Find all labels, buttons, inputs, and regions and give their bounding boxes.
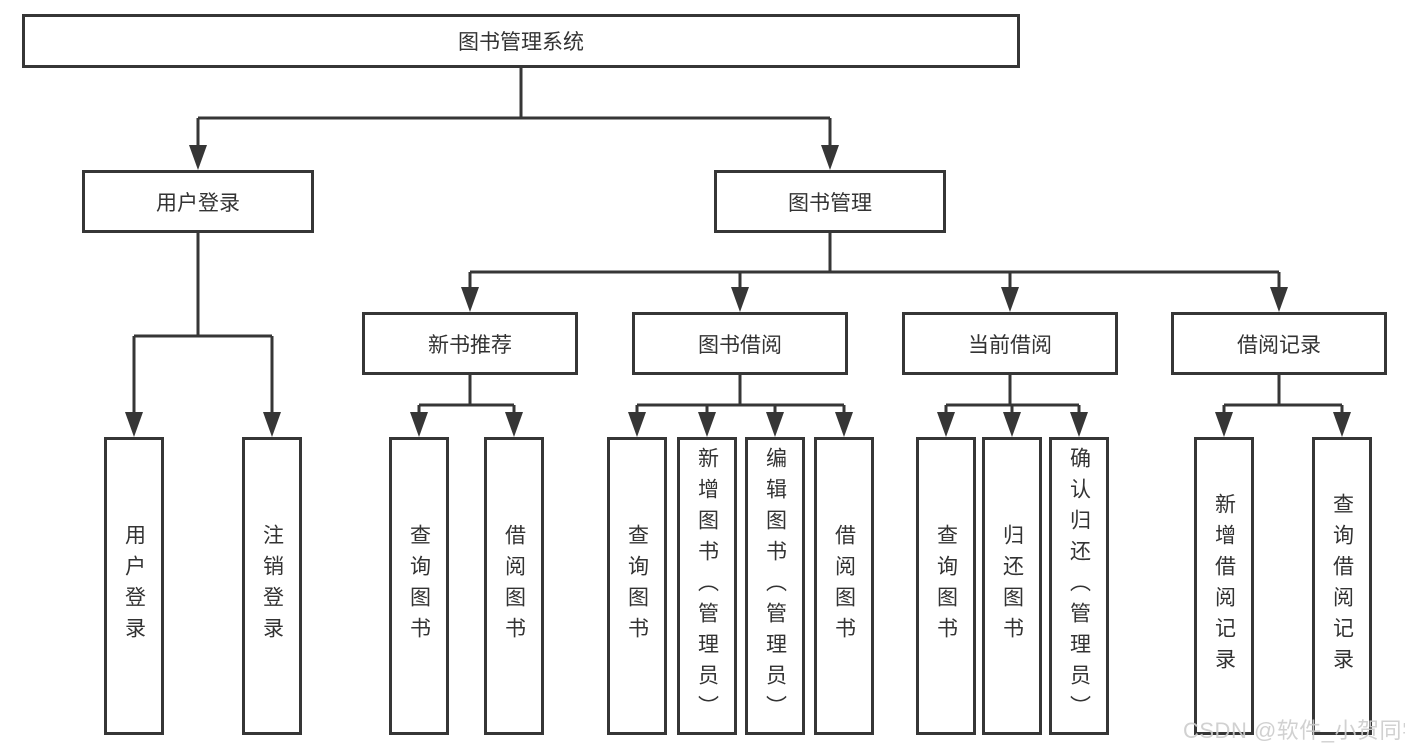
leaf-label: 用户登录 xyxy=(122,524,146,648)
leaf-label: 查询借阅记录 xyxy=(1330,493,1354,679)
leaf-user-login: 用户登录 xyxy=(104,437,164,735)
leaf-label: 确认归还（管理员） xyxy=(1067,446,1091,726)
leaf-borrow-book: 借阅图书 xyxy=(814,437,874,735)
leaf-label: 注销登录 xyxy=(260,524,284,648)
node-current-borrow: 当前借阅 xyxy=(902,312,1118,375)
leaf-label: 新增借阅记录 xyxy=(1212,493,1236,679)
leaf-label: 新增图书（管理员） xyxy=(695,446,719,726)
leaf-label: 查询图书 xyxy=(407,524,431,648)
node-label: 当前借阅 xyxy=(968,333,1052,357)
leaf-query-book-borrow: 查询图书 xyxy=(607,437,667,735)
node-borrow-record: 借阅记录 xyxy=(1171,312,1387,375)
node-label: 借阅记录 xyxy=(1237,333,1321,357)
node-label: 图书借阅 xyxy=(698,333,782,357)
leaf-edit-book-admin: 编辑图书（管理员） xyxy=(745,437,805,735)
leaf-add-borrow-record: 新增借阅记录 xyxy=(1194,437,1254,735)
node-library-system: 图书管理系统 xyxy=(22,14,1020,68)
node-book-management: 图书管理 xyxy=(714,170,946,233)
leaf-query-book-recommend: 查询图书 xyxy=(389,437,449,735)
leaf-query-book-current: 查询图书 xyxy=(916,437,976,735)
node-label: 图书管理 xyxy=(788,191,872,215)
node-book-borrow: 图书借阅 xyxy=(632,312,848,375)
node-user-login: 用户登录 xyxy=(82,170,314,233)
leaf-query-borrow-record: 查询借阅记录 xyxy=(1312,437,1372,735)
leaf-logout: 注销登录 xyxy=(242,437,302,735)
leaf-label: 查询图书 xyxy=(625,524,649,648)
leaf-label: 编辑图书（管理员） xyxy=(763,446,787,726)
csdn-watermark: CSDN @软件_小贺同学 xyxy=(1183,718,1405,743)
leaf-return-book: 归还图书 xyxy=(982,437,1042,735)
leaf-label: 借阅图书 xyxy=(832,524,856,648)
leaf-label: 归还图书 xyxy=(1000,524,1024,648)
leaf-confirm-return-admin: 确认归还（管理员） xyxy=(1049,437,1109,735)
leaf-borrow-book-recommend: 借阅图书 xyxy=(484,437,544,735)
leaf-label: 借阅图书 xyxy=(502,524,526,648)
node-label: 图书管理系统 xyxy=(458,31,584,54)
leaf-label: 查询图书 xyxy=(934,524,958,648)
node-label: 新书推荐 xyxy=(428,333,512,357)
node-new-book-recommend: 新书推荐 xyxy=(362,312,578,375)
node-label: 用户登录 xyxy=(156,191,240,215)
leaf-add-book-admin: 新增图书（管理员） xyxy=(677,437,737,735)
